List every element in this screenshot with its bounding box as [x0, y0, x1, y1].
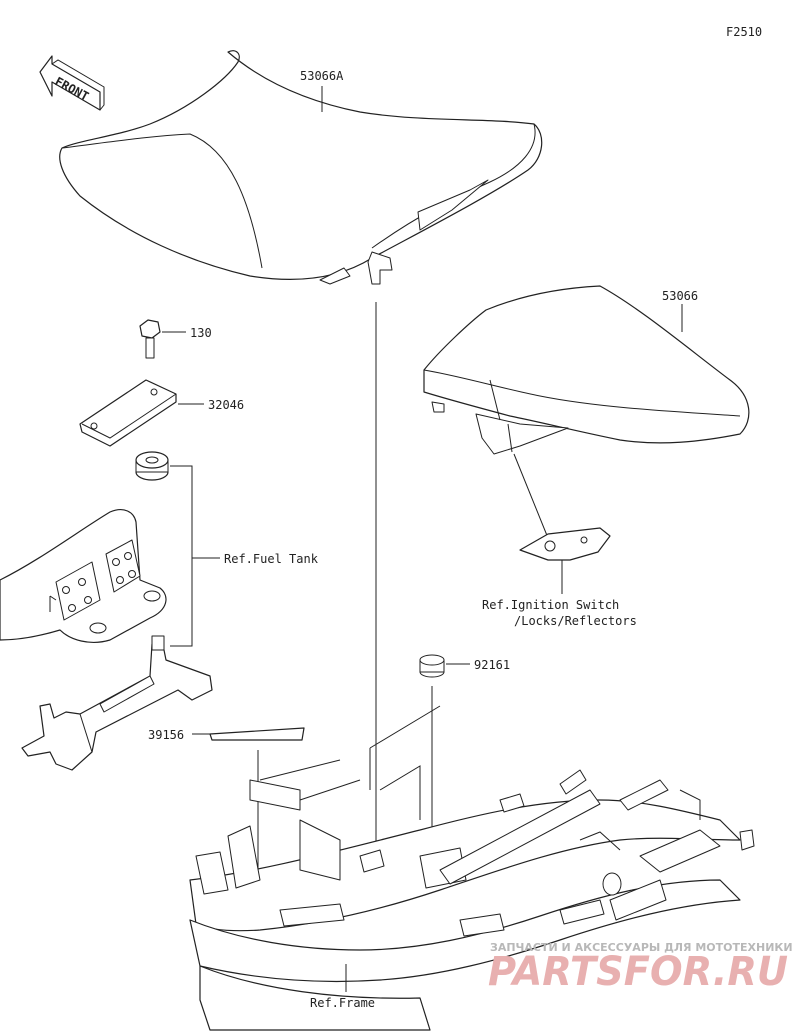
lock-bracket	[519, 527, 611, 561]
label-seat-pillion: 53066	[662, 289, 698, 303]
rubber-damper	[135, 451, 169, 481]
rider-seat	[59, 50, 543, 285]
watermark-brand: PARTSFOR.RU	[488, 949, 788, 995]
damper-92161	[419, 654, 445, 678]
main-frame	[189, 759, 755, 1031]
label-ref-fuel-tank: Ref.Fuel Tank	[224, 552, 319, 566]
label-ref-frame: Ref.Frame	[310, 996, 375, 1010]
label-bracket: 32046	[208, 398, 244, 412]
label-seat-rider: 53066A	[300, 69, 344, 83]
fuel-tank-mount	[0, 509, 167, 643]
bolt	[139, 319, 161, 359]
label-sticker	[209, 727, 305, 741]
front-frame-bracket	[21, 635, 213, 771]
watermark-tagline: ЗАПЧАСТИ И АКСЕССУАРЫ ДЛЯ МОТОТЕХНИКИ	[490, 941, 793, 954]
label-sticker-number: 39156	[148, 728, 184, 742]
figure-code: F2510	[726, 25, 762, 39]
label-ref-ignition-1: Ref.Ignition Switch	[482, 598, 619, 612]
label-damper: 92161	[474, 658, 510, 672]
front-arrow-icon: FRONT	[39, 55, 105, 111]
label-bolt: 130	[190, 326, 212, 340]
label-ref-ignition-2: /Locks/Reflectors	[514, 614, 637, 628]
bracket	[79, 379, 177, 447]
pillion-seat	[423, 285, 750, 455]
